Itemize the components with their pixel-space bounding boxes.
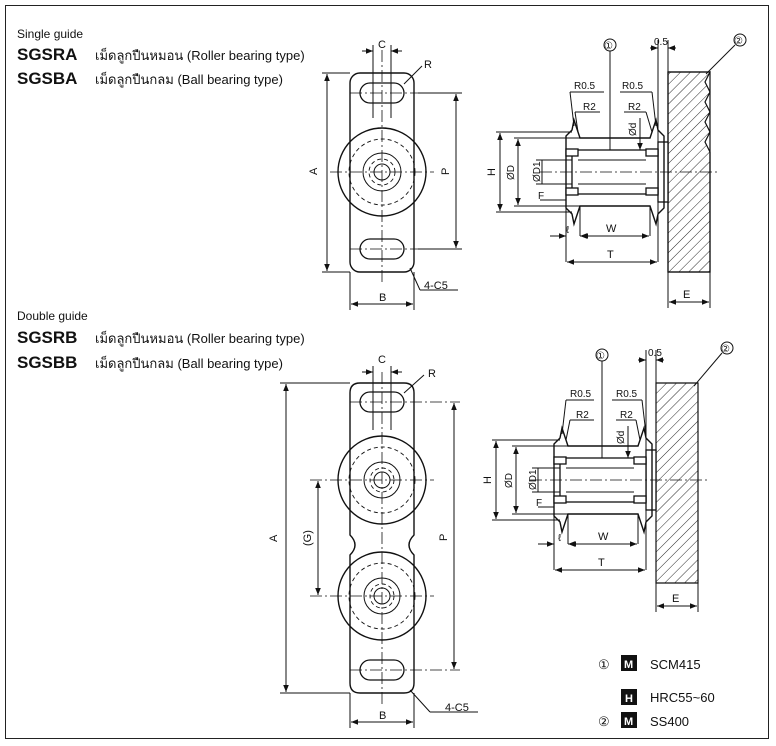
single-side-view: H ØD ØD1 F Ød R0.5 R0.5 bbox=[486, 33, 747, 308]
single-side-R05b: R0.5 bbox=[622, 81, 644, 92]
single-desc-1: เม็ดลูกปืนหมอน (Roller bearing type) bbox=[95, 46, 305, 64]
single-front-view: C R A P B 4-C5 bbox=[308, 39, 462, 310]
single-side-T: T bbox=[607, 249, 614, 261]
legend-badge-1: M bbox=[624, 659, 633, 671]
double-side-R2a: R2 bbox=[576, 410, 589, 421]
double-side-R05b: R0.5 bbox=[616, 389, 638, 400]
single-desc-2: เม็ดลูกปืนกลม (Ball bearing type) bbox=[95, 70, 283, 88]
legend-badge-2: H bbox=[625, 693, 633, 705]
double-code-1: SGSRB bbox=[17, 328, 77, 347]
double-side-od: Ød bbox=[616, 431, 627, 444]
single-side-W: W bbox=[606, 223, 617, 235]
double-side-OD1: ØD1 bbox=[528, 469, 539, 490]
single-side-R05a: R0.5 bbox=[574, 81, 596, 92]
double-header: Double guide SGSRB เม็ดลูกปืนหมอน (Rolle… bbox=[17, 309, 305, 372]
legend-text-2: HRC55~60 bbox=[650, 690, 715, 705]
double-side-view: H ØD ØD1 F Ød R0.5 R0.5 bbox=[482, 341, 734, 612]
double-side-E: E bbox=[672, 593, 679, 605]
single-side-l: ℓ bbox=[566, 225, 570, 236]
single-dim-B: B bbox=[379, 292, 386, 304]
legend-num-3: ② bbox=[598, 714, 610, 729]
material-legend: ① M SCM415 H HRC55~60 ② M SS400 bbox=[598, 655, 715, 729]
double-side-circle2: ② bbox=[721, 344, 730, 355]
double-side-circle1: ① bbox=[596, 351, 605, 362]
single-side-od: Ød bbox=[628, 123, 639, 136]
double-side-gap: 0.5 bbox=[648, 348, 662, 359]
double-desc-2: เม็ดลูกปืนกลม (Ball bearing type) bbox=[95, 354, 283, 372]
double-dim-C: C bbox=[378, 354, 386, 366]
legend-num-1: ① bbox=[598, 657, 610, 672]
double-desc-1: เม็ดลูกปืนหมอน (Roller bearing type) bbox=[95, 329, 305, 347]
single-code-1: SGSRA bbox=[17, 45, 77, 64]
single-dim-R: R bbox=[424, 59, 432, 71]
single-code-2: SGSBA bbox=[17, 69, 77, 88]
double-side-F: F bbox=[536, 498, 542, 509]
double-side-H: H bbox=[482, 476, 494, 484]
double-side-W: W bbox=[598, 531, 609, 543]
legend-badge-3: M bbox=[624, 716, 633, 728]
double-side-R05a: R0.5 bbox=[570, 389, 592, 400]
legend-text-1: SCM415 bbox=[650, 657, 701, 672]
double-dim-R: R bbox=[428, 368, 436, 380]
legend-badge-bg-1 bbox=[621, 655, 637, 671]
double-dim-B: B bbox=[379, 710, 386, 722]
legend-badge-bg-2 bbox=[621, 689, 637, 705]
double-front-view: C R A (G) P B 4-C5 bbox=[268, 354, 478, 728]
single-side-F: F bbox=[538, 191, 544, 202]
double-dim-G: (G) bbox=[302, 530, 314, 546]
single-side-OD: ØD bbox=[506, 165, 517, 180]
single-dim-A: A bbox=[308, 167, 320, 175]
single-side-OD1: ØD1 bbox=[532, 161, 543, 182]
single-side-gap: 0.5 bbox=[654, 37, 668, 48]
double-side-R2b: R2 bbox=[620, 410, 633, 421]
single-side-R2b: R2 bbox=[628, 102, 641, 113]
single-header: Single guide SGSRA เม็ดลูกปืนหมอน (Rolle… bbox=[17, 27, 305, 88]
legend-text-3: SS400 bbox=[650, 714, 689, 729]
single-side-circle2: ② bbox=[734, 36, 743, 47]
double-dim-P: P bbox=[438, 534, 450, 541]
double-code-2: SGSBB bbox=[17, 353, 77, 372]
double-side-OD: ØD bbox=[504, 473, 515, 488]
double-dim-A: A bbox=[268, 534, 280, 542]
single-side-R2a: R2 bbox=[583, 102, 596, 113]
single-side-H: H bbox=[486, 168, 498, 176]
drawing-frame bbox=[5, 5, 769, 739]
single-side-circle1: ① bbox=[604, 41, 613, 52]
double-section-title: Double guide bbox=[17, 309, 88, 323]
single-dim-P: P bbox=[440, 168, 452, 175]
single-side-E: E bbox=[683, 289, 690, 301]
double-dim-chamfer: 4-C5 bbox=[445, 702, 469, 714]
double-side-l: ℓ bbox=[558, 533, 562, 544]
single-dim-chamfer: 4-C5 bbox=[424, 280, 448, 292]
single-dim-C: C bbox=[378, 39, 386, 51]
single-section-title: Single guide bbox=[17, 27, 83, 41]
double-side-T: T bbox=[598, 557, 605, 569]
legend-badge-bg-3 bbox=[621, 712, 637, 728]
